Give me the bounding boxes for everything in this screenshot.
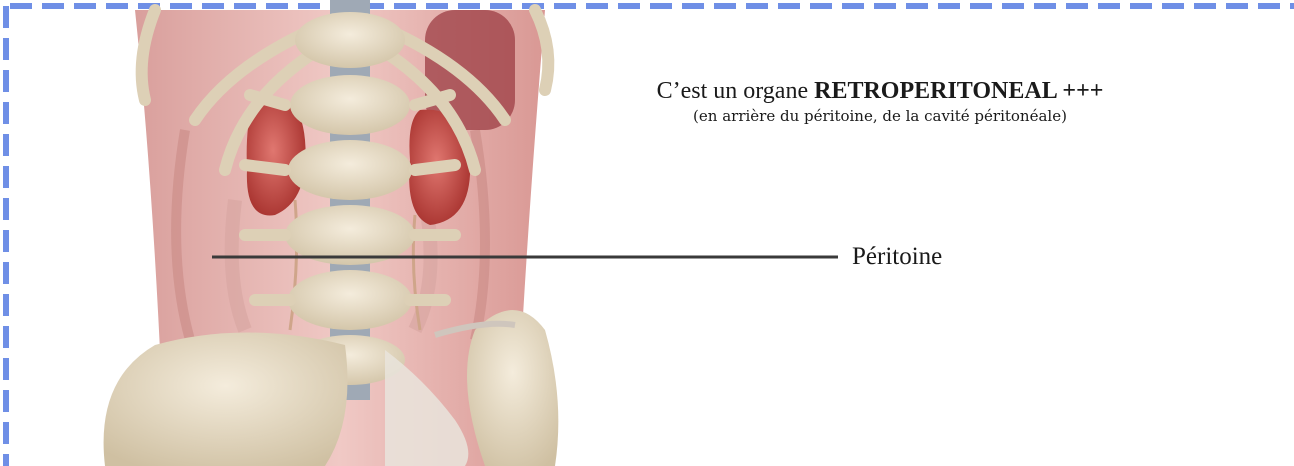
caption: C’est un organe RETROPERITONEAL +++ (en … <box>600 76 1160 126</box>
caption-main: C’est un organe RETROPERITONEAL +++ <box>600 76 1160 106</box>
peritoine-label: Péritoine <box>852 243 942 271</box>
caption-emphasis: RETROPERITONEAL +++ <box>814 78 1103 104</box>
caption-prefix: C’est un organe <box>657 78 815 104</box>
caption-detail: (en arrière du péritoine, de la cavité p… <box>600 106 1160 126</box>
